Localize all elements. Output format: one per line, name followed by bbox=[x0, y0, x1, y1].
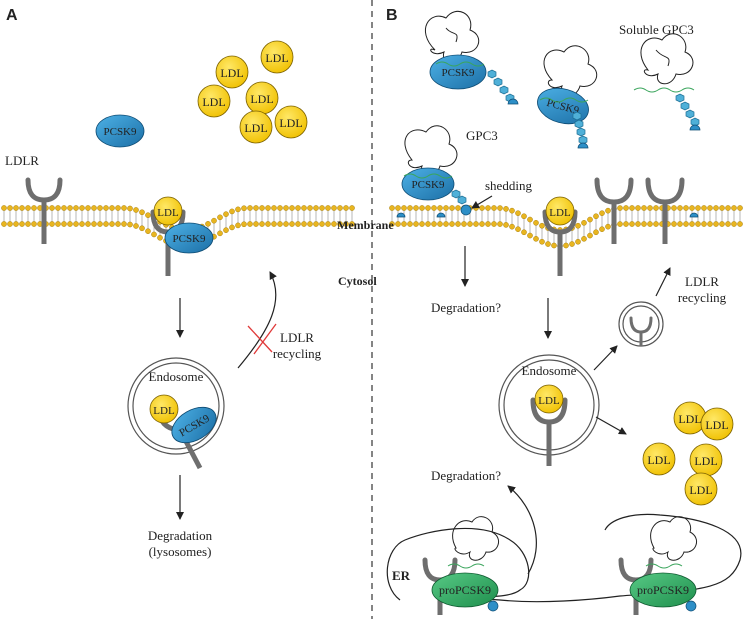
svg-text:PCSK9: PCSK9 bbox=[172, 233, 206, 245]
shedding-label: shedding bbox=[485, 178, 532, 193]
svg-text:LDL: LDL bbox=[265, 51, 288, 65]
svg-text:LDL: LDL bbox=[694, 454, 717, 468]
arrow-to-vesicle bbox=[593, 345, 618, 371]
arrow-shedding bbox=[471, 195, 493, 209]
propcsk9-complex: proPCSK9 bbox=[618, 516, 698, 615]
er-membrane bbox=[386, 513, 742, 603]
ldl-particle: LDL bbox=[684, 472, 718, 506]
pcsk9-protein: PCSK9 bbox=[171, 406, 217, 444]
panel-label-a: A bbox=[6, 7, 18, 24]
ldl-particle: LDL bbox=[689, 443, 723, 477]
arrow-vesicle-to-membrane bbox=[655, 267, 671, 297]
ldl-particle: LDL bbox=[260, 40, 294, 74]
ldl-particle: LDL bbox=[673, 401, 707, 435]
ldl-particle: LDL bbox=[197, 84, 231, 118]
degradation-label-a: Degradation(lysosomes) bbox=[148, 528, 213, 559]
svg-text:LDL: LDL bbox=[279, 116, 302, 130]
endosome-label-a: Endosome bbox=[149, 369, 204, 384]
ldlr-receptor bbox=[25, 177, 63, 244]
pcsk9-protein: PCSK9 bbox=[95, 114, 145, 148]
block-mark bbox=[247, 323, 277, 355]
propcsk9-complex: proPCSK9 bbox=[422, 516, 500, 615]
cytosol-label: Cytosol bbox=[338, 274, 377, 288]
ldlr-label: LDLR bbox=[5, 153, 39, 168]
svg-text:LDL: LDL bbox=[647, 453, 670, 467]
svg-text:PCSK9: PCSK9 bbox=[411, 179, 445, 191]
svg-text:LDL: LDL bbox=[153, 405, 175, 417]
membrane-label: Membrane bbox=[337, 218, 394, 232]
degradation-label-b2: Degradation? bbox=[431, 468, 501, 483]
svg-text:LDL: LDL bbox=[705, 418, 728, 432]
ldl-particle: LDL bbox=[545, 196, 575, 226]
ldl-particle: LDL bbox=[700, 407, 734, 441]
panel-label-b: B bbox=[386, 7, 398, 24]
er-label: ER bbox=[392, 568, 411, 583]
svg-text:LDL: LDL bbox=[250, 92, 273, 106]
gpi-anchor bbox=[396, 212, 699, 218]
svg-text:proPCSK9: proPCSK9 bbox=[637, 583, 689, 597]
ldl-particle: LDL bbox=[215, 55, 249, 89]
soluble-gpc3 bbox=[633, 33, 701, 131]
gpc3-label: GPC3 bbox=[466, 128, 498, 143]
ldl-particle: LDL bbox=[239, 110, 273, 144]
svg-text:PCSK9: PCSK9 bbox=[441, 67, 475, 79]
gpc3-membrane-complex: PCSK9 bbox=[401, 125, 472, 216]
ldlr-receptor bbox=[542, 209, 578, 276]
svg-text:PCSK9: PCSK9 bbox=[103, 126, 137, 138]
arrow-ldlr-recycling bbox=[237, 271, 277, 369]
ldlr-receptor bbox=[645, 177, 685, 244]
svg-text:LDL: LDL bbox=[244, 121, 267, 135]
svg-text:proPCSK9: proPCSK9 bbox=[439, 583, 491, 597]
ldlr-receptor bbox=[594, 177, 634, 244]
ldl-particle: LDL bbox=[149, 394, 179, 424]
arrow-ldl-release bbox=[595, 416, 627, 435]
gpc3-complex: PCSK9 bbox=[537, 45, 598, 149]
ldl-particle: LDL bbox=[642, 442, 676, 476]
ldl-particle: LDL bbox=[534, 384, 564, 414]
degradation-label-b1: Degradation? bbox=[431, 300, 501, 315]
ldl-particle: LDL bbox=[153, 196, 183, 226]
soluble-gpc3-label: Soluble GPC3 bbox=[619, 22, 694, 37]
gpc3-complex: PCSK9 bbox=[424, 10, 519, 105]
ldl-particle: LDL bbox=[245, 81, 279, 115]
recycling-vesicle bbox=[618, 301, 664, 347]
svg-text:LDL: LDL bbox=[157, 207, 179, 219]
svg-text:LDL: LDL bbox=[202, 95, 225, 109]
svg-text:LDL: LDL bbox=[220, 66, 243, 80]
svg-text:LDL: LDL bbox=[538, 395, 560, 407]
arrow-to-degradation-b2 bbox=[507, 485, 537, 575]
svg-text:LDL: LDL bbox=[689, 483, 712, 497]
pcsk9-protein: PCSK9 bbox=[164, 222, 214, 254]
svg-text:LDL: LDL bbox=[678, 412, 701, 426]
svg-text:LDL: LDL bbox=[549, 207, 571, 219]
ldlr-receptor bbox=[530, 397, 568, 466]
endosome-label-b: Endosome bbox=[522, 363, 577, 378]
ldl-particle: LDL bbox=[274, 105, 308, 139]
